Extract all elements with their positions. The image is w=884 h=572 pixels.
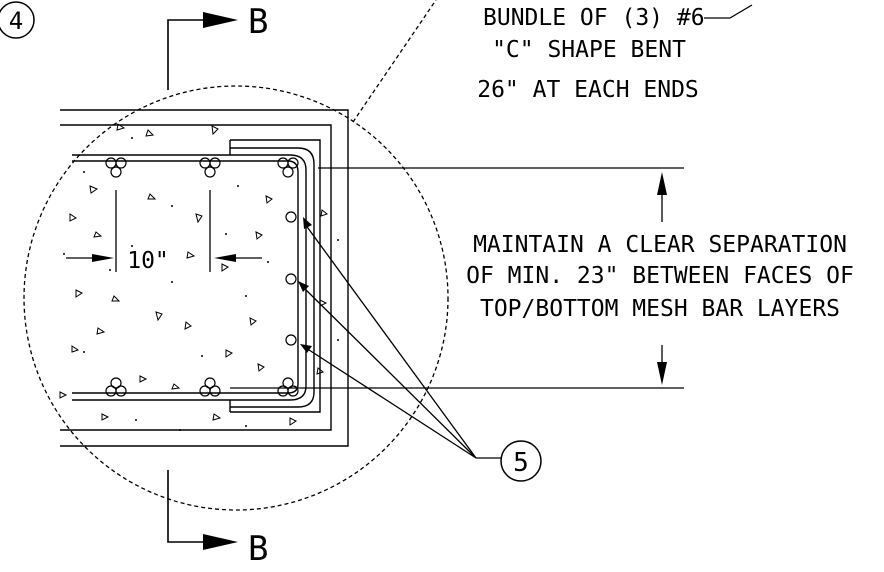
aggregate-hatch — [59, 123, 329, 426]
section-label-top: B — [248, 2, 268, 42]
spacing-dimension-label: 10" — [127, 248, 169, 274]
callout-4: 4 — [0, 1, 35, 39]
bundle-note-line-1: BUNDLE OF (3) #6 — [483, 5, 705, 31]
concrete-section — [60, 109, 349, 447]
rebar-c-shape — [72, 147, 315, 408]
callout-5-label: 5 — [513, 448, 529, 478]
section-cut-top: B — [167, 2, 268, 90]
callout-5-leaders — [298, 217, 501, 459]
callout-5: 5 — [500, 440, 542, 482]
callout-4-label: 4 — [9, 7, 23, 35]
bundled-bars-bottom — [105, 377, 299, 397]
bundle-note: BUNDLE OF (3) #6 "C" SHAPE BENT 26" AT E… — [477, 4, 753, 103]
separation-dimension — [230, 167, 684, 389]
bundle-note-line-3: 26" AT EACH ENDS — [477, 77, 699, 103]
bundled-bars-top — [105, 157, 299, 178]
side-bars — [285, 211, 297, 346]
separation-note-line-3: TOP/BOTTOM MESH BAR LAYERS — [480, 296, 840, 322]
separation-note-line-2: OF MIN. 23" BETWEEN FACES OF — [466, 263, 854, 289]
section-cut-bottom: B — [167, 470, 268, 569]
bundle-note-line-2: "C" SHAPE BENT — [492, 37, 686, 63]
section-label-bottom: B — [248, 529, 268, 569]
detail-circle — [23, 85, 449, 511]
separation-note-line-1: MAINTAIN A CLEAR SEPARATION — [473, 232, 847, 258]
spacing-dimension: 10" — [66, 190, 262, 274]
aggregate-dots — [63, 137, 339, 431]
bundle-leader-line — [352, 0, 437, 123]
separation-note: MAINTAIN A CLEAR SEPARATION OF MIN. 23" … — [466, 232, 854, 322]
